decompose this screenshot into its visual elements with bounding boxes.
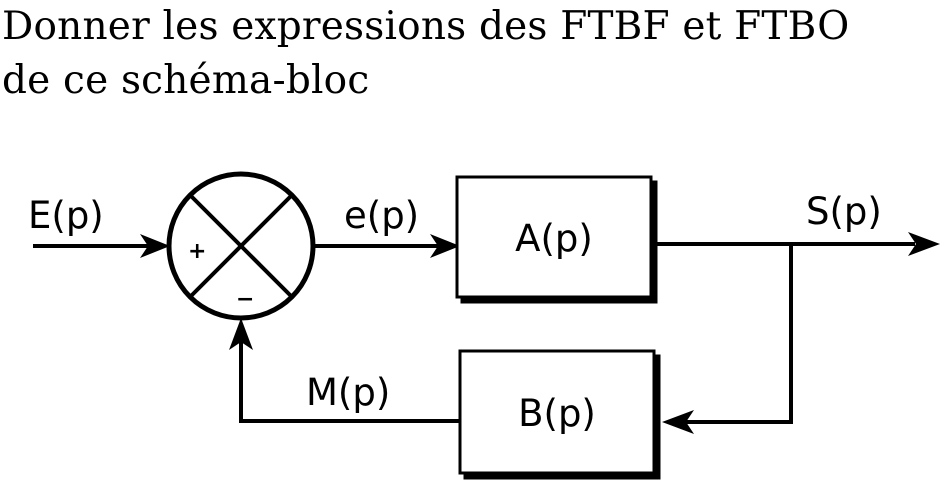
statement-line-1: Donner les expressions des FTBF et FTBO (2, 4, 850, 49)
measure-label: M(p) (306, 371, 390, 414)
measure-arrowhead (229, 318, 253, 350)
plus-sign: + (188, 239, 206, 264)
forward-block (455, 175, 653, 299)
error-arrowhead (430, 234, 460, 258)
input-arrowhead (140, 234, 170, 258)
forward-block-label: A(p) (515, 217, 593, 260)
feedback-block-arrowhead (662, 410, 694, 434)
exercise-statement: Donner les expressions des FTBF et FTBO … (2, 0, 942, 108)
output-label: S(p) (806, 190, 882, 233)
error-label: e(p) (344, 194, 419, 237)
feedback-block (458, 349, 656, 475)
input-label: E(p) (28, 194, 104, 237)
feedback-block-label: B(p) (518, 392, 596, 435)
minus-sign: − (236, 287, 254, 312)
statement-line-2: de ce schéma-bloc (2, 58, 370, 103)
output-arrowhead (908, 232, 940, 256)
